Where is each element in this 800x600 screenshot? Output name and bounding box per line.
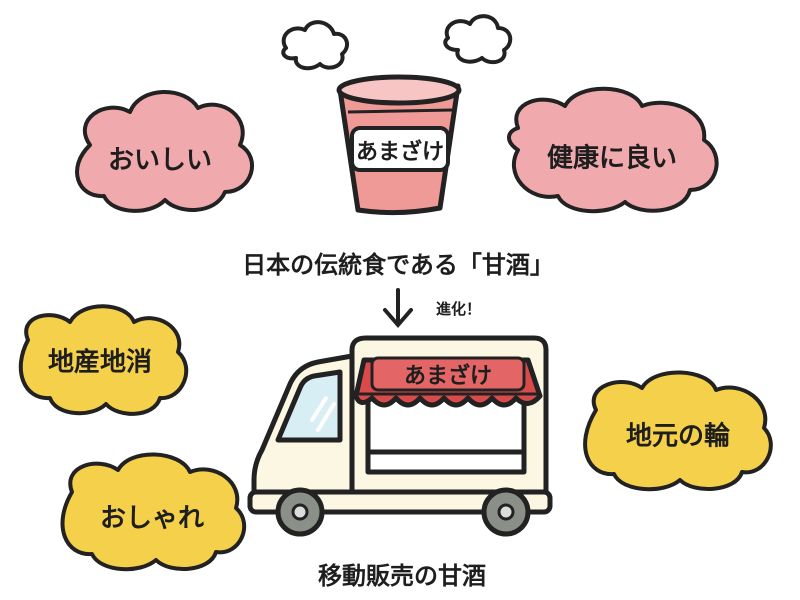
yellow-cloud-right (583, 370, 773, 492)
cloud-label-jimoto: 地元の輪 (625, 421, 731, 452)
steam-left-icon (281, 20, 350, 71)
arrow-label: 進化！ (436, 300, 482, 318)
caption-bottom: 移動販売の甘酒 (318, 562, 486, 590)
truck-brand-label: あまざけ (403, 364, 493, 389)
pink-cloud-left (75, 90, 254, 213)
cup-brand-label: あまざけ (355, 140, 445, 165)
caption-top: 日本の伝統食である「甘酒」 (242, 251, 554, 279)
yellow-cloud-bottom-left (60, 452, 247, 572)
amazake-cup-icon (336, 74, 462, 216)
yellow-cloud-top-left (18, 304, 189, 416)
truck-sign-band (370, 356, 526, 392)
cup-label-band (350, 126, 450, 172)
food-truck-icon (247, 335, 553, 537)
steam-right-icon (443, 14, 513, 65)
cloud-label-oshare: おしゃれ (99, 503, 205, 534)
down-arrow-icon (383, 288, 413, 329)
truck-serving-window (365, 393, 527, 475)
pink-cloud-right (507, 86, 719, 214)
cloud-label-chisanchisho: 地産地消 (47, 347, 153, 378)
cloud-label-kenkou: 健康に良い (546, 143, 678, 174)
cloud-label-oishii: おいしい (107, 145, 213, 176)
